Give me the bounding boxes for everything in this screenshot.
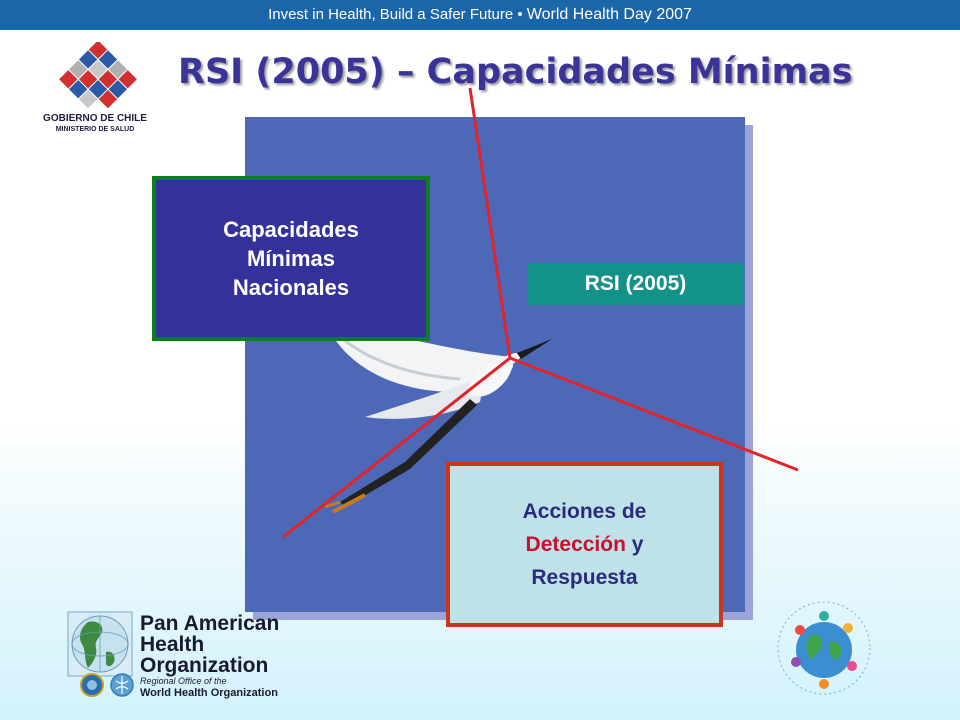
capacidades-line1: Capacidades bbox=[223, 217, 359, 242]
deteccion-word: Detección bbox=[525, 533, 626, 556]
acciones-line2-rest: y bbox=[625, 533, 644, 556]
acciones-line3: Respuesta bbox=[531, 566, 638, 589]
world-health-day-logo-icon bbox=[777, 601, 871, 695]
rsi-label: RSI (2005) bbox=[528, 263, 743, 305]
capacidades-line3: Nacionales bbox=[232, 275, 350, 300]
paho-name: Pan American Health Organization bbox=[140, 613, 279, 676]
top-banner: Invest in Health, Build a Safer Future •… bbox=[0, 0, 960, 30]
paho-name-line3: Organization bbox=[140, 654, 269, 677]
acciones-line2: Detección y bbox=[526, 528, 644, 561]
chile-government-emblem-icon bbox=[59, 42, 137, 109]
paho-globe-icon bbox=[67, 611, 133, 677]
paho-emblems-icon bbox=[80, 673, 134, 697]
banner-right: World Health Day 2007 bbox=[526, 6, 692, 23]
acciones-line1: Acciones de bbox=[522, 500, 647, 523]
banner-separator: • bbox=[513, 6, 527, 23]
chile-logo-line1: GOBIERNO DE CHILE bbox=[43, 113, 147, 124]
paho-name-line2: Health bbox=[140, 633, 205, 656]
acciones-box: Acciones de Detección y Respuesta bbox=[446, 462, 723, 627]
banner-left: Invest in Health, Build a Safer Future bbox=[268, 6, 514, 23]
slide-title: RSI (2005) – Capacidades Mínimas bbox=[178, 52, 853, 92]
capacidades-line2: Mínimas bbox=[246, 246, 335, 271]
paho-name-line1: Pan American bbox=[140, 612, 280, 635]
paho-subtitle: Regional Office of the World Health Orga… bbox=[140, 675, 278, 699]
capacidades-box: Capacidades Mínimas Nacionales bbox=[152, 176, 430, 341]
chile-logo-line2: MINISTERIO DE SALUD bbox=[55, 126, 135, 133]
paho-sub-line2: World Health Organization bbox=[140, 687, 278, 699]
paho-sub-line1: Regional Office of the bbox=[140, 676, 227, 686]
